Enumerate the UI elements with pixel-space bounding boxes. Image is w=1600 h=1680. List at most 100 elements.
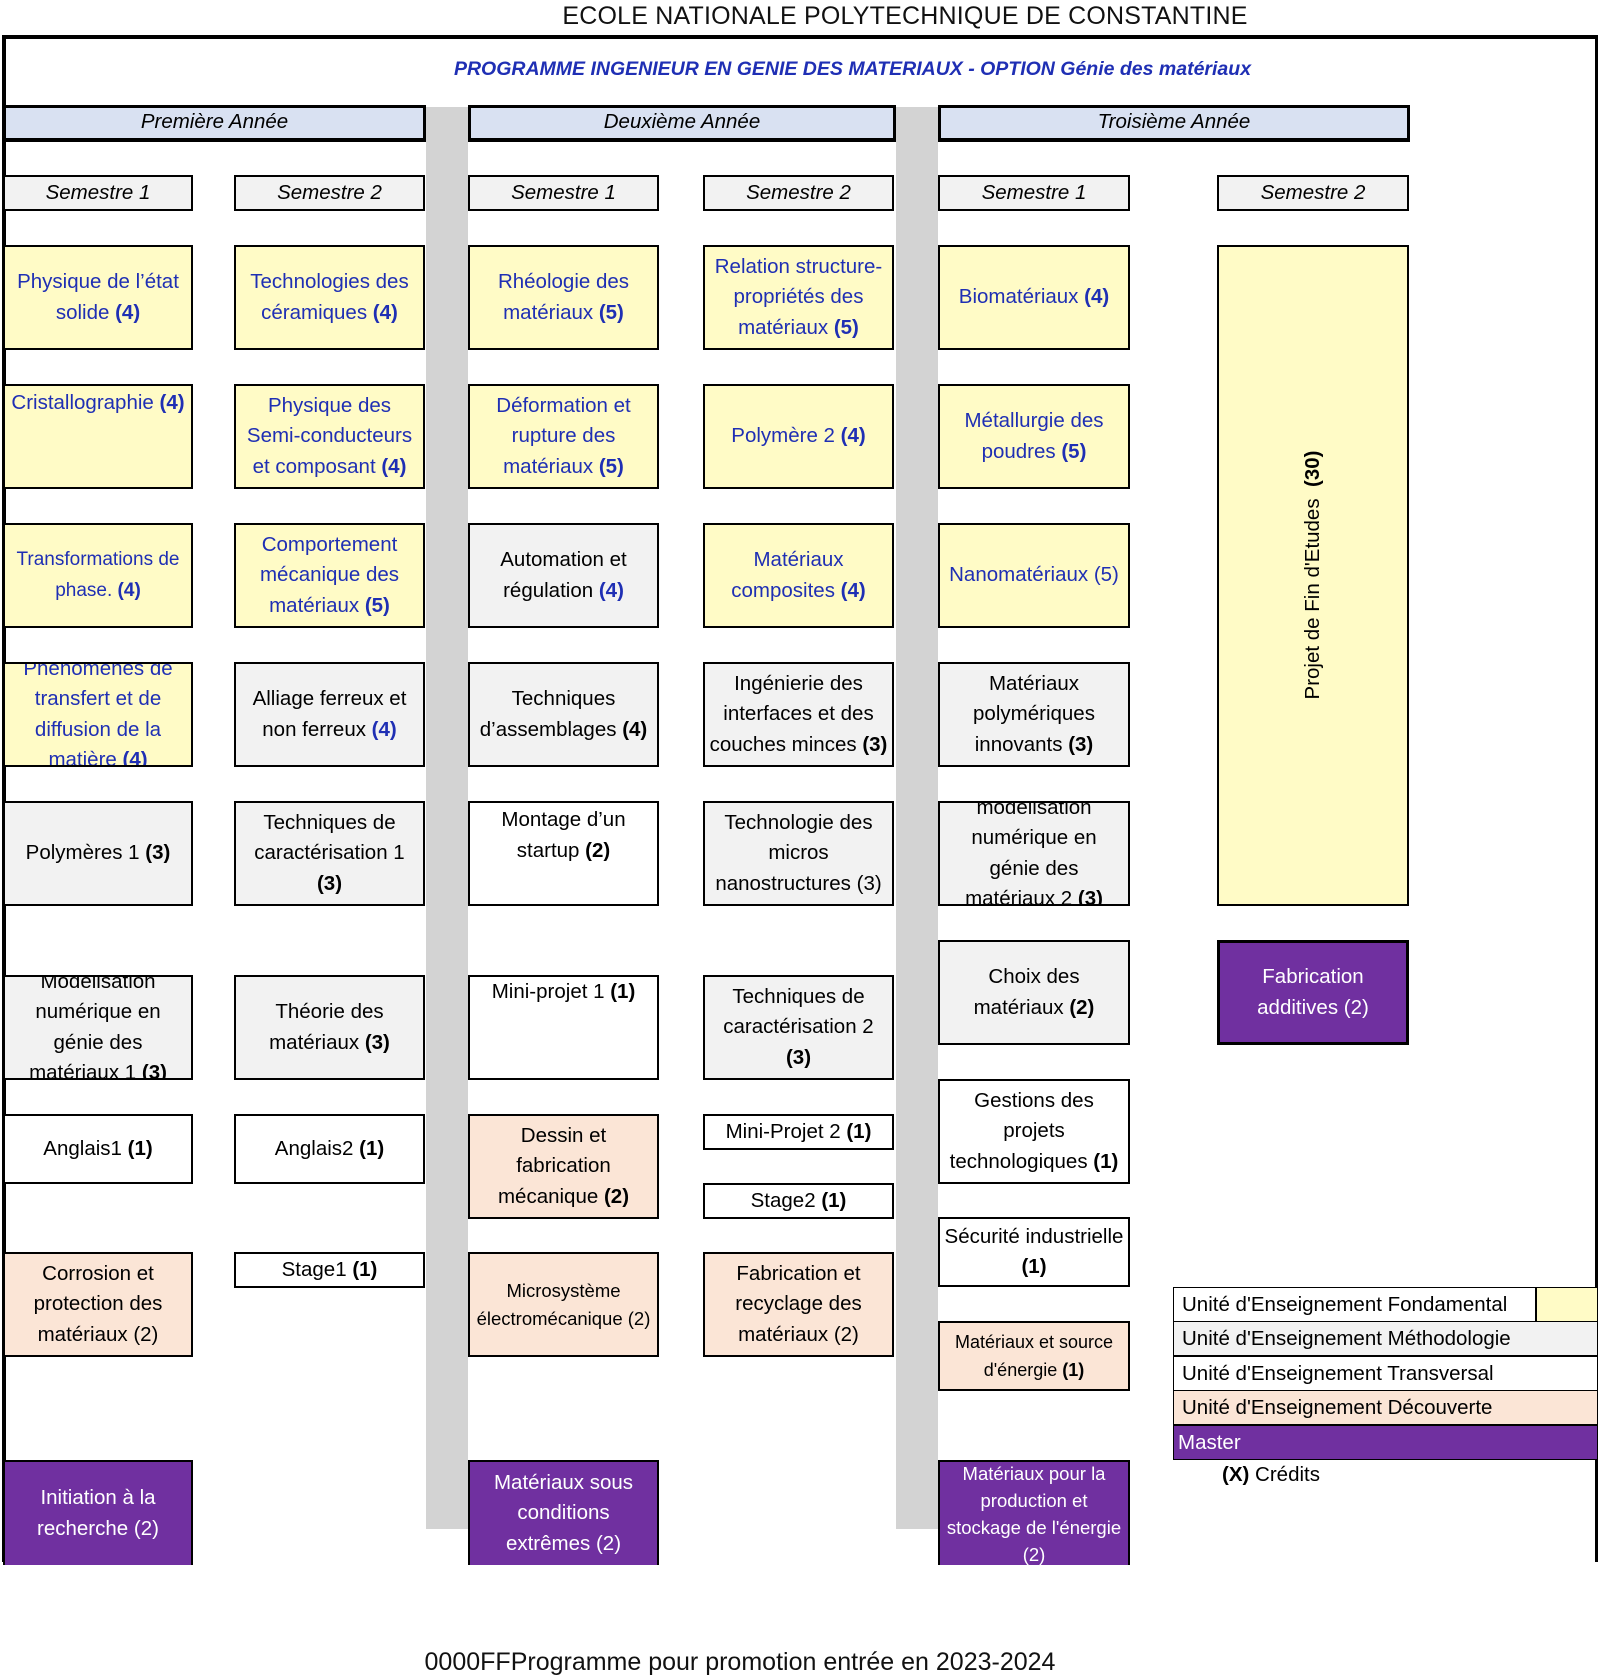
pfe-label: Projet de Fin d'Etudes (30) — [1301, 451, 1325, 700]
legend-label: Unité d'Enseignement Transversal — [1182, 1362, 1494, 1385]
course-credits: (4) — [159, 391, 185, 414]
course-name: Nanomatériaux — [949, 563, 1089, 587]
course-name: Anglais2 — [274, 1136, 354, 1160]
course-credits: (4) — [117, 579, 141, 601]
course-name: Mini-projet 1 — [491, 980, 605, 1003]
course-credits: (4) — [840, 578, 866, 602]
course-name: Stage2 — [750, 1188, 816, 1212]
course-card: Alliage ferreux et non ferreux (4) — [234, 662, 425, 767]
course-credits: (4) — [840, 424, 866, 448]
legend-label: Master — [1178, 1431, 1241, 1454]
course-card: Techniques de caractérisation 1 (3) — [234, 801, 425, 906]
course-name: Matériaux sous conditions extrêmes — [493, 1470, 633, 1555]
course-name: Comportement mécanique des matériaux — [259, 532, 400, 617]
course-name: Matériaux composites — [731, 548, 844, 602]
course-name: Matériaux et source d'énergie — [954, 1332, 1114, 1380]
semester-header: Semestre 1 — [468, 175, 659, 211]
course-card: Technologies des céramiques (4) — [234, 245, 425, 350]
course-credits: (3) — [145, 841, 171, 865]
legend-master: Master — [1173, 1425, 1598, 1460]
course-card: Mini-projet 1 (1) — [468, 975, 659, 1080]
course-name: Sécurité industrielle — [944, 1224, 1124, 1248]
course-card: Fabrication et recyclage des matériaux (… — [703, 1252, 894, 1357]
course-name: Matériaux pour la production et stockage… — [946, 1462, 1122, 1538]
course-credits: (3) — [1068, 732, 1094, 756]
course-name: Gestions des projets technologiques — [949, 1088, 1094, 1173]
course-credits: (2) — [585, 838, 611, 862]
course-card: Matériaux polymériques innovants (3) — [938, 662, 1130, 767]
course-credits: (1) — [846, 1119, 872, 1143]
course-name: Métallurgie des poudres — [964, 409, 1104, 463]
course-name: Montage d’un startup — [501, 808, 626, 862]
course-credits: (1) — [1021, 1255, 1047, 1278]
course-card: Nanomatériaux (5) — [938, 523, 1130, 628]
course-card: modélisation numérique en génie des maté… — [938, 801, 1130, 906]
course-credits: (5) — [1061, 439, 1087, 463]
course-card: Mini-Projet 2 (1) — [703, 1114, 894, 1150]
course-name: Projet de Fin d'Etudes — [1301, 498, 1324, 700]
course-card: Physique de l’état solide (4) — [3, 245, 193, 350]
course-name: Polymères 1 — [25, 841, 140, 865]
course-name: Dessin et fabrication mécanique — [497, 1123, 611, 1208]
course-name: Choix des matériaux — [973, 965, 1080, 1019]
semester-header: Semestre 1 — [3, 175, 193, 211]
course-credits: (2) — [1343, 995, 1369, 1019]
footer-note: 0000FFProgramme pour promotion entrée en… — [424, 1648, 1056, 1676]
course-credits: (4) — [381, 454, 407, 478]
course-name: Corrosion et protection des matériaux — [33, 1261, 163, 1346]
course-card: Anglais1 (1) — [3, 1114, 193, 1184]
course-credits: (2) — [833, 1322, 859, 1346]
course-name: Théorie des matériaux — [269, 1000, 384, 1054]
course-name: Technologies des céramiques — [250, 270, 409, 324]
course-card: Anglais2 (1) — [234, 1114, 425, 1184]
course-credits: (4) — [372, 300, 398, 324]
course-card: Fabrication additives (2) — [1217, 940, 1409, 1045]
course-name: Fabrication additives — [1257, 965, 1364, 1019]
legend-label: Unité d'Enseignement Découverte — [1182, 1396, 1493, 1419]
legend-label: Unité d'Enseignement Fondamental — [1182, 1293, 1508, 1316]
course-name: Alliage ferreux et non ferreux — [252, 687, 407, 741]
course-name: Initiation à la recherche — [37, 1486, 156, 1540]
year-header-3: Troisième Année — [938, 105, 1410, 142]
course-name: Fabrication et recyclage des matériaux — [735, 1261, 862, 1346]
course-card: Physique des Semi-conducteurs et composa… — [234, 384, 425, 489]
course-name: Transformations de phase. — [16, 549, 180, 601]
course-credits: (4) — [371, 717, 397, 741]
year-header-1: Première Année — [3, 105, 426, 142]
course-name: Matériaux polymériques innovants — [973, 671, 1095, 756]
course-card: Techniques de caractérisation 2 (3) — [703, 975, 894, 1080]
course-credits: (3) — [856, 871, 882, 895]
course-name: Phénomènes de transfert et de diffusion … — [23, 662, 173, 767]
course-credits: (3) — [862, 732, 888, 756]
course-card: Biomatériaux (4) — [938, 245, 1130, 350]
course-card: Comportement mécanique des matériaux (5) — [234, 523, 425, 628]
course-credits: (2) — [133, 1322, 159, 1346]
course-card: Modélisation numérique en génie des maté… — [3, 975, 193, 1080]
course-card: Techniques d’assemblages (4) — [468, 662, 659, 767]
course-credits: (4) — [122, 748, 148, 767]
course-credits: (3) — [316, 871, 343, 895]
course-credits: (2) — [595, 1531, 622, 1555]
course-name: Physique de l’état solide — [17, 270, 179, 324]
course-credits: (2) — [1069, 995, 1095, 1019]
course-credits: (4) — [598, 578, 624, 602]
course-card: Dessin et fabrication mécanique (2) — [468, 1114, 659, 1219]
year-header-2: Deuxième Année — [468, 105, 896, 142]
semester-header: Semestre 2 — [234, 175, 425, 211]
course-name: Techniques d’assemblages — [479, 687, 617, 741]
course-name: Biomatériaux — [958, 285, 1079, 309]
course-credits: (1) — [1093, 1149, 1119, 1173]
year-separator — [896, 107, 938, 1529]
course-credits: (2) — [1022, 1543, 1046, 1565]
course-name: Automation et régulation — [500, 548, 627, 602]
course-card: Polymère 2 (4) — [703, 384, 894, 489]
course-credits: (30) — [1301, 450, 1324, 487]
course-credits: (1) — [352, 1257, 378, 1281]
legend-transversal: Unité d'Enseignement Transversal — [1173, 1356, 1598, 1391]
course-credits: (3) — [1077, 887, 1103, 906]
course-card: Transformations de phase. (4) — [3, 523, 193, 628]
course-card: Déformation et rupture des matériaux (5) — [468, 384, 659, 489]
course-card: Microsystème électromécanique (2) — [468, 1252, 659, 1357]
legend-decouverte: Unité d'Enseignement Découverte — [1173, 1390, 1598, 1425]
course-name: Physique des Semi-conducteurs et composa… — [246, 393, 413, 478]
